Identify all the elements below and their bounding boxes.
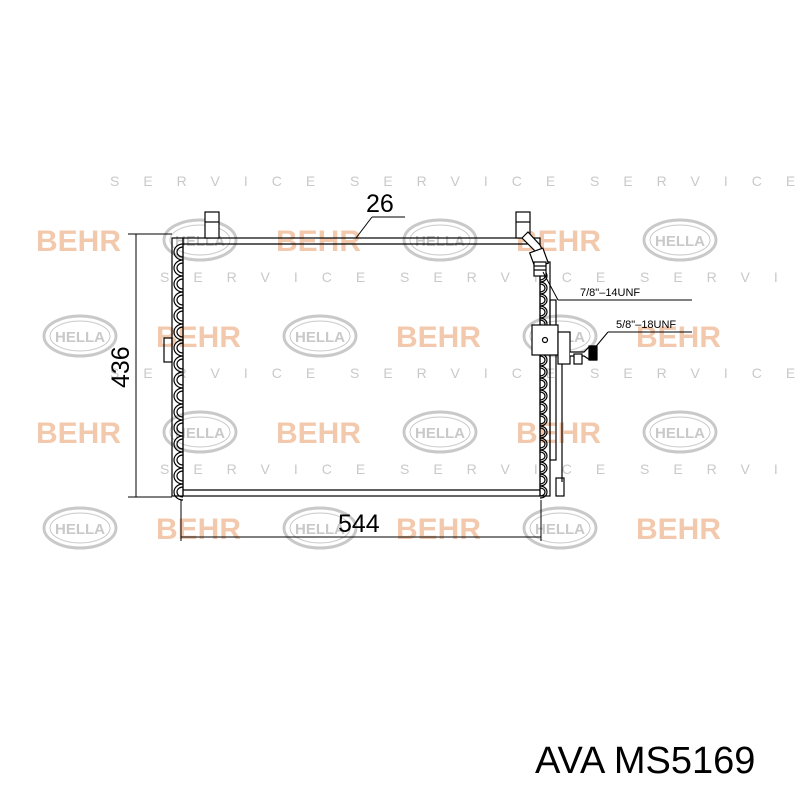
behr-watermark-logo: BEHR [156, 513, 241, 546]
behr-watermark-logo: BEHR [636, 513, 721, 546]
service-watermark: SERVICE [590, 173, 800, 189]
behr-watermark-logo: BEHR [36, 417, 121, 450]
service-watermark: SERVICE [640, 461, 800, 477]
dimension-top-label: 26 [366, 190, 394, 218]
behr-watermark-logo: BEHR [636, 321, 721, 354]
behr-watermark-logo: BEHR [276, 225, 361, 258]
service-watermark: SERVICE [110, 365, 339, 381]
behr-watermark-logo: BEHR [36, 225, 121, 258]
behr-watermark-logo: BEHR [396, 321, 481, 354]
hella-watermark-logo: HELLA [42, 314, 118, 358]
behr-watermark-logo: BEHR [396, 513, 481, 546]
hella-watermark-logo: HELLA [522, 506, 598, 550]
lower-pipe-fitting [531, 324, 598, 365]
thread-callout-lower-leader [592, 331, 692, 351]
service-watermark: SERVICE [640, 269, 800, 285]
svg-text:HELLA: HELLA [655, 233, 705, 250]
part-caption: AVA MS5169 [535, 740, 756, 782]
left-header-tank [163, 237, 184, 501]
mount-bracket-right [515, 211, 531, 239]
dimension-top [355, 216, 405, 239]
service-watermark: SERVICE [160, 269, 389, 285]
service-watermark: SERVICE [110, 173, 339, 189]
hella-watermark-logo: HELLA [42, 506, 118, 550]
hella-watermark-logo: HELLA [642, 218, 718, 262]
hella-watermark-logo: HELLA [282, 314, 358, 358]
mount-bracket-left [204, 211, 220, 239]
behr-watermark-logo: BEHR [276, 417, 361, 450]
dimension-width-label: 544 [338, 510, 380, 538]
svg-text:HELLA: HELLA [295, 521, 345, 538]
svg-text:HELLA: HELLA [415, 425, 465, 442]
service-watermark: SERVICE [350, 365, 579, 381]
thread-callout-upper: 7/8"–14UNF [580, 287, 640, 299]
thread-callout-upper-leader [542, 271, 692, 301]
behr-watermark-logo: BEHR [516, 417, 601, 450]
hella-watermark-logo: HELLA [162, 410, 238, 454]
hella-watermark-logo: HELLA [402, 218, 478, 262]
svg-text:HELLA: HELLA [655, 425, 705, 442]
svg-text:HELLA: HELLA [175, 425, 225, 442]
svg-text:HELLA: HELLA [55, 521, 105, 538]
hella-watermark-logo: HELLA [642, 410, 718, 454]
hella-watermark-logo: HELLA [402, 410, 478, 454]
dimension-height-label: 436 [107, 346, 135, 388]
watermark-layer: BEHR BEHR BEHR HELLA HELLA HELLA BEHR BEHR BEHR H… [36, 173, 800, 550]
svg-text:HELLA: HELLA [415, 233, 465, 250]
service-watermark: SERVICE [400, 461, 629, 477]
svg-text:HELLA: HELLA [55, 329, 105, 346]
thread-callout-lower: 5/8"–18UNF [616, 319, 676, 331]
svg-text:HELLA: HELLA [295, 329, 345, 346]
hella-watermark-logo: HELLA [282, 506, 358, 550]
dimension-height [128, 233, 172, 498]
svg-text:HELLA: HELLA [535, 521, 585, 538]
service-watermark: SERVICE [160, 461, 389, 477]
service-watermark: SERVICE [350, 173, 579, 189]
service-watermark: SERVICE [590, 365, 800, 381]
dimension-width [180, 500, 542, 541]
service-watermark: SERVICE [400, 269, 629, 285]
